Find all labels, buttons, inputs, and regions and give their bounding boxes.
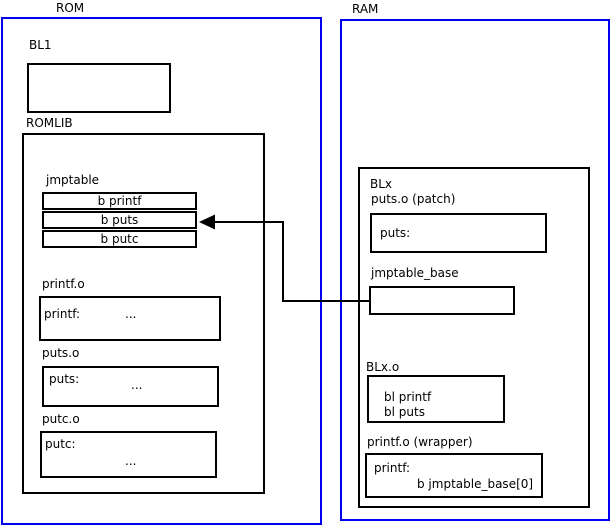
blx-label: BLx <box>370 177 393 191</box>
bl1-label: BL1 <box>29 38 52 52</box>
jmptable-base-box <box>369 286 515 315</box>
puts-o-box: puts: ... <box>42 366 219 407</box>
blx-o-line-2: bl puts <box>384 405 425 419</box>
jmptable-label: jmptable <box>46 173 100 187</box>
jmptable-row-putc: b putc <box>42 230 197 248</box>
printf-wrapper-box: printf: b jmptable_base[0] <box>365 453 543 498</box>
jmptable-row-puts: b puts <box>42 211 197 229</box>
puts-patch-label: puts.o (patch) <box>371 192 456 206</box>
bl1-box <box>27 63 171 113</box>
jmptable-row-printf: b printf <box>42 192 197 210</box>
printf-body-ellipsis: ... <box>125 307 137 321</box>
puts-symbol: puts: <box>49 372 80 386</box>
rom-label: ROM <box>56 1 85 15</box>
blx-o-box: bl printf bl puts <box>367 375 505 423</box>
putc-symbol: putc: <box>45 437 76 451</box>
puts-body-ellipsis: ... <box>131 378 143 392</box>
romlib-label: ROMLIB <box>26 116 73 130</box>
ram-label: RAM <box>352 2 379 16</box>
puts-o-label: puts.o <box>42 346 80 360</box>
putc-body-ellipsis: ... <box>125 454 137 468</box>
putc-o-label: putc.o <box>42 412 80 426</box>
blx-o-label: BLx.o <box>366 360 400 374</box>
printf-o-label: printf.o <box>42 277 85 291</box>
jmptable-base-label: jmptable_base <box>371 266 459 280</box>
puts-patch-symbol: puts: <box>380 226 411 240</box>
putc-o-box: putc: ... <box>40 431 217 478</box>
blx-o-line-1: bl printf <box>384 390 432 404</box>
printf-wrapper-symbol: printf: <box>374 461 411 475</box>
printf-wrapper-body: b jmptable_base[0] <box>417 477 534 491</box>
puts-patch-box: puts: <box>370 213 547 253</box>
printf-o-box: printf: ... <box>39 296 221 341</box>
printf-wrapper-label: printf.o (wrapper) <box>367 435 473 449</box>
jmptable-box: b printf b puts b putc <box>42 192 197 249</box>
printf-symbol: printf: <box>44 307 81 321</box>
